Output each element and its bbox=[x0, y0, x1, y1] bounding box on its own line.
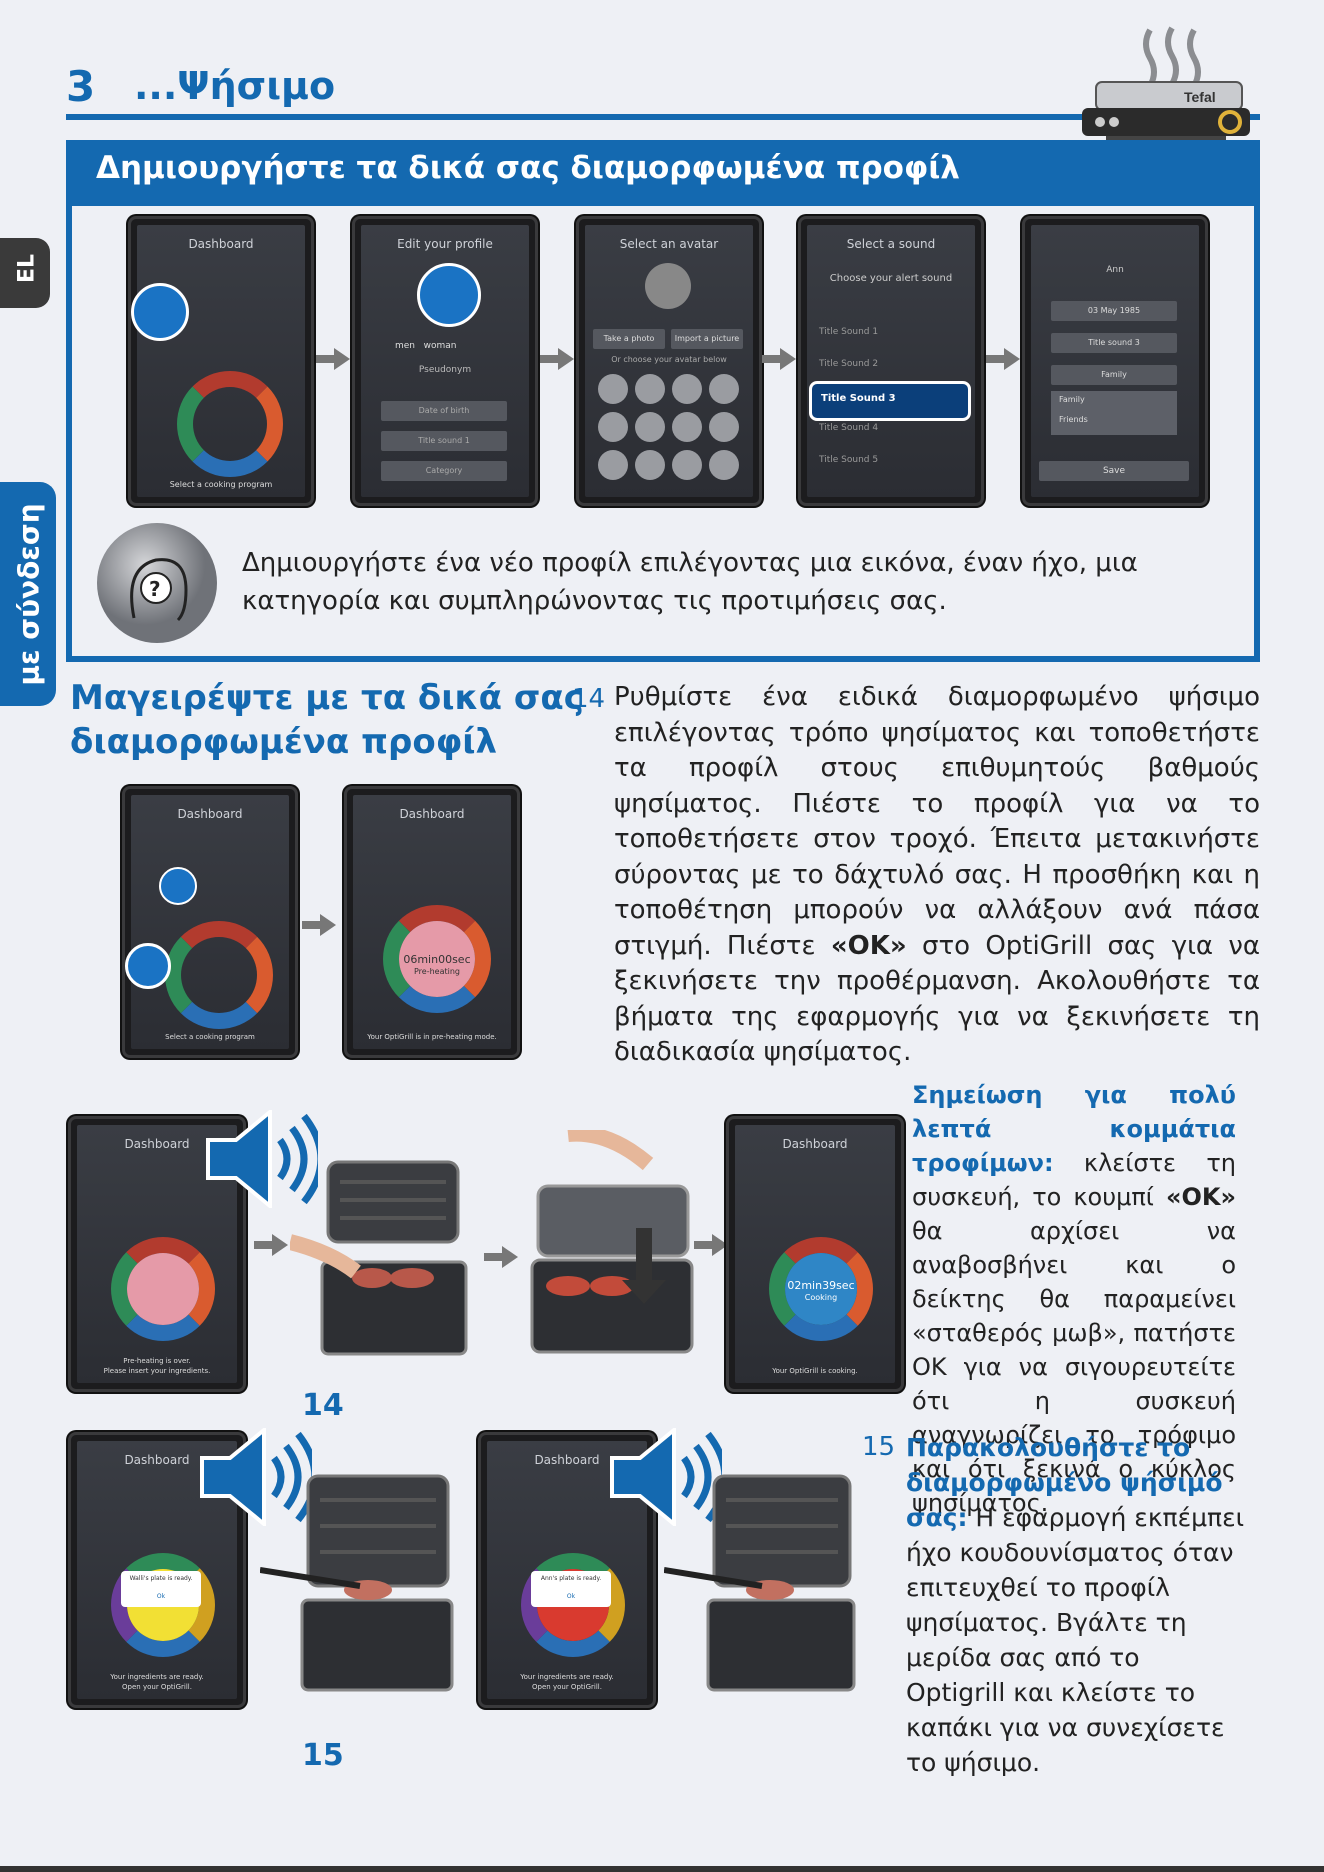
svg-text:?: ? bbox=[149, 577, 161, 601]
speaker-sound-icon bbox=[200, 1428, 312, 1526]
thin-food-note: Σημείωση για πολύ λεπτά κομμάτια τροφίμω… bbox=[912, 1081, 1236, 1517]
step-14-number: 14 bbox=[572, 684, 606, 714]
step-14-text: Ρυθμίστε ένα ειδικά διαμορφωμένο ψήσιμο … bbox=[614, 682, 1260, 1067]
arrow-right-icon bbox=[540, 348, 574, 370]
grill-closing-image bbox=[530, 1130, 694, 1354]
connected-mode-tab: με σύνδεση bbox=[0, 482, 56, 706]
figure-label-15: 15 bbox=[302, 1738, 344, 1773]
arrow-right-icon bbox=[694, 1234, 728, 1256]
arrow-right-icon bbox=[484, 1246, 518, 1268]
profile-box-header bbox=[66, 140, 1260, 206]
grill-remove-portion-image bbox=[664, 1474, 856, 1692]
profile-box bbox=[66, 140, 1260, 662]
phone-preheating: Dashboard 06min00sec Pre-heating Your Op… bbox=[344, 786, 520, 1058]
phone-plate-ready-1: Dashboard Walli's plate is ready. Ok You… bbox=[68, 1432, 246, 1708]
step-15-text: Παρακολουθήστε το διαμορφωμένο ψήσιμό σα… bbox=[906, 1433, 1245, 1777]
cook-section-title: Μαγειρέψτε με τα δικά σας διαμορφωμένα π… bbox=[70, 678, 584, 762]
page-bottom-rule bbox=[0, 1866, 1324, 1872]
phone-insert-ingredients: Dashboard Pre-heating is over. Please in… bbox=[68, 1116, 246, 1392]
arrow-right-icon bbox=[316, 348, 350, 370]
phone-plate-ready-2: Dashboard Ann's plate is ready. Ok Your … bbox=[478, 1432, 656, 1708]
section-title: ...Ψήσιμο bbox=[134, 64, 336, 108]
section-number: 3 bbox=[66, 62, 96, 111]
arrow-right-icon bbox=[254, 1234, 288, 1256]
phone-select-sound: Select a sound Choose your alert sound T… bbox=[798, 216, 984, 506]
phone-select-avatar: Select an avatar Take a photo Import a p… bbox=[576, 216, 762, 506]
figure-label-14: 14 bbox=[302, 1388, 344, 1423]
phone-dashboard-drag: Dashboard Select a cooking program bbox=[122, 786, 298, 1058]
brand-logo: Tefal bbox=[1184, 89, 1216, 105]
phone-cooking: Dashboard 02min39sec Cooking Your OptiGr… bbox=[726, 1116, 904, 1392]
arrow-right-icon bbox=[302, 914, 336, 936]
grill-remove-portion-image bbox=[260, 1474, 454, 1692]
header-rule bbox=[66, 114, 1260, 120]
selected-profile-icon bbox=[131, 283, 189, 341]
phone-profile-summary: Ann 03 May 1985 Title sound 3 Family Fam… bbox=[1022, 216, 1208, 506]
arrow-right-icon bbox=[986, 348, 1020, 370]
language-tab: EL bbox=[0, 238, 50, 308]
step-15-number: 15 bbox=[862, 1432, 896, 1462]
profile-avatar-icon: ? bbox=[97, 523, 217, 643]
arrow-right-icon bbox=[762, 348, 796, 370]
avatar-select-icon bbox=[417, 263, 481, 327]
avatar-grid bbox=[598, 374, 739, 480]
grill-product-image: Tefal bbox=[1082, 26, 1250, 146]
phone-edit-profile: Edit your profile men woman Pseudonym Da… bbox=[352, 216, 538, 506]
phone-dashboard: Dashboard Select a cooking program bbox=[128, 216, 314, 506]
profile-description: Δημιουργήστε ένα νέο προφίλ επιλέγοντας … bbox=[242, 548, 1138, 616]
speaker-sound-icon bbox=[206, 1110, 318, 1208]
grill-open-with-meat-image bbox=[290, 1160, 468, 1356]
dragged-profile-icon bbox=[125, 943, 171, 989]
profile-box-title: Δημιουργήστε τα δικά σας διαμορφωμένα πρ… bbox=[96, 150, 960, 186]
